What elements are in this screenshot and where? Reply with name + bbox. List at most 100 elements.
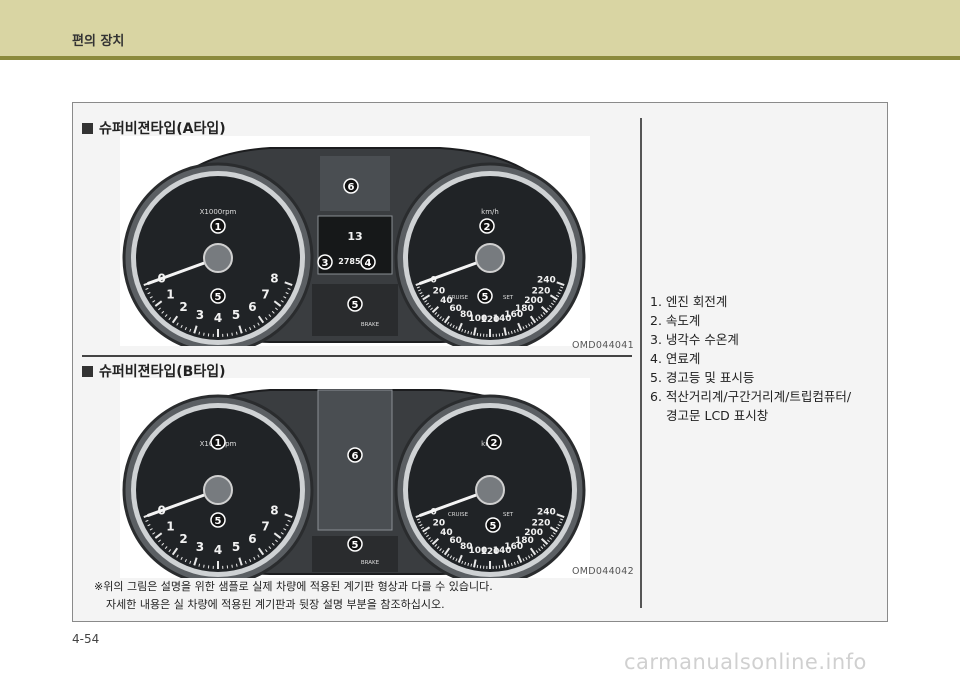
major-tick — [540, 537, 549, 545]
cluster-image-a: 012345678X1000rpm02040608010012014016018… — [120, 136, 590, 354]
gear-display: 13 — [347, 230, 362, 243]
minor-tick — [184, 326, 187, 331]
major-tick — [540, 305, 549, 313]
set-indicator: SET — [503, 295, 514, 301]
minor-tick — [556, 526, 560, 530]
minor-tick — [147, 292, 151, 295]
callout-number: 6 — [348, 182, 355, 193]
image-code-a: OMD044041 — [572, 340, 634, 351]
minor-tick — [161, 310, 165, 314]
major-tick — [503, 327, 507, 336]
minor-tick — [446, 553, 450, 557]
major-tick — [284, 281, 293, 286]
major-tick — [284, 513, 293, 518]
minor-tick — [557, 292, 561, 295]
major-tick — [193, 325, 198, 334]
minor-tick — [168, 317, 172, 321]
minor-tick — [145, 519, 149, 522]
minor-tick — [198, 331, 201, 335]
header-rule — [0, 56, 960, 60]
tachometer-needle-hub — [203, 475, 233, 505]
square-bullet-icon — [82, 123, 93, 134]
minor-tick — [464, 329, 467, 334]
minor-tick — [525, 324, 528, 328]
minor-tick — [147, 524, 151, 527]
speedometer-dial-number: 140 — [493, 314, 512, 324]
minor-tick — [231, 564, 233, 568]
major-tick — [443, 315, 451, 324]
speedometer-dial-number: 120 — [481, 547, 500, 557]
minor-tick — [176, 322, 179, 326]
minor-tick — [244, 560, 247, 564]
major-tick — [273, 532, 282, 539]
minor-tick — [558, 521, 563, 524]
minor-tick — [287, 519, 291, 522]
minor-tick — [467, 562, 470, 566]
major-tick — [238, 325, 243, 334]
minor-tick — [513, 329, 516, 334]
speedometer-dial-number: 160 — [504, 542, 523, 552]
minor-tick — [439, 548, 442, 552]
cluster-gauges: 012345678X1000rpm02040608010012014016018… — [122, 162, 586, 354]
tachometer-dial-number: 4 — [214, 311, 222, 325]
minor-tick — [550, 534, 554, 538]
minor-tick — [158, 307, 161, 311]
tachometer-gauge: 012345678X1000rpm — [122, 162, 314, 354]
speedometer-dial-number: 20 — [433, 518, 446, 528]
minor-tick — [430, 539, 433, 543]
callout-number: 5 — [215, 292, 222, 303]
speedometer-unit-label: km/h — [481, 208, 499, 216]
minor-tick — [560, 286, 564, 289]
major-tick — [517, 322, 523, 331]
minor-tick — [231, 332, 233, 336]
tachometer-dial-number: 6 — [248, 300, 256, 314]
minor-tick — [434, 544, 438, 547]
tachometer-dial-number: 3 — [196, 308, 204, 322]
instrument-cluster: 012345678X1000rpm02040608010012014016018… — [120, 378, 590, 586]
speedometer-dial-number: 220 — [532, 286, 551, 296]
callout-marker: 5 — [477, 288, 493, 304]
minor-tick — [424, 532, 428, 535]
minor-tick — [452, 324, 455, 328]
callout-circle — [360, 254, 376, 270]
footnote: ※위의 그림은 설명을 위한 샘플로 실제 차량에 적용된 계기판 형상과 다를… — [94, 578, 493, 614]
minor-tick — [540, 314, 544, 318]
major-tick — [556, 281, 565, 286]
callout-circle — [347, 296, 363, 312]
minor-tick — [552, 300, 556, 303]
minor-tick — [180, 556, 183, 560]
brake-warning: BRAKE — [361, 560, 380, 566]
speedometer-dial-number: 80 — [460, 542, 473, 552]
minor-tick — [203, 564, 205, 568]
callout-circle — [347, 536, 363, 552]
minor-tick — [538, 316, 541, 320]
callout-marker: 3 — [317, 254, 333, 270]
speedometer-dial-number: 0 — [430, 276, 436, 286]
square-bullet-icon — [82, 366, 93, 377]
minor-tick — [470, 331, 473, 335]
minor-tick — [164, 546, 168, 550]
minor-tick — [549, 305, 552, 308]
minor-tick — [249, 326, 252, 331]
minor-tick — [542, 312, 546, 315]
tachometer-dial-number: 2 — [179, 300, 187, 314]
minor-tick — [189, 328, 192, 332]
callout-number: 4 — [365, 258, 372, 269]
minor-tick — [275, 539, 278, 543]
minor-tick — [158, 539, 161, 543]
brake-warning: BRAKE — [361, 322, 380, 328]
minor-tick — [547, 539, 550, 543]
tachometer-dial-number: 7 — [261, 520, 269, 534]
minor-tick — [264, 317, 268, 321]
vertical-divider — [640, 118, 642, 608]
instrument-cluster: 012345678X1000rpm02040608010012014016018… — [120, 136, 590, 354]
minor-tick — [419, 292, 423, 295]
tachometer-dial-number: 5 — [232, 308, 240, 322]
major-tick — [431, 537, 440, 545]
minor-tick — [441, 318, 445, 322]
speedometer-dial-number: 240 — [537, 508, 556, 518]
major-tick — [154, 300, 163, 307]
legend-item: 2. 속도계 — [650, 313, 701, 328]
major-tick — [171, 547, 179, 556]
tachometer-dial-number: 8 — [270, 504, 278, 518]
